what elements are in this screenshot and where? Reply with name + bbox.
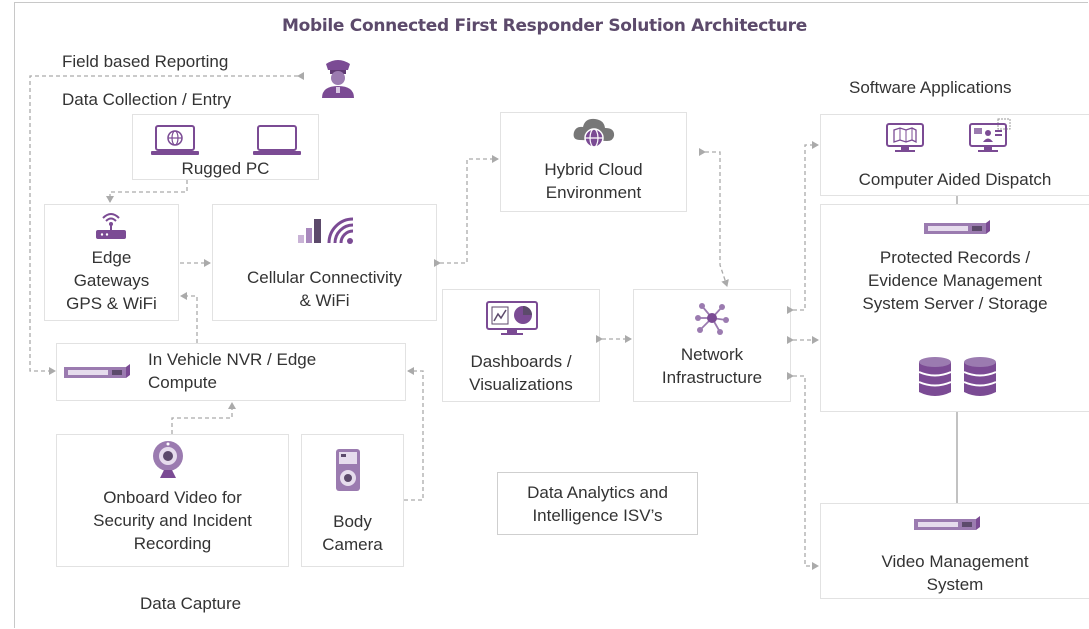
nvr-label: In Vehicle NVR / Edge Compute	[148, 350, 317, 392]
network-node-icon	[695, 303, 729, 335]
data-capture-label: Data Capture	[140, 594, 242, 613]
webcam-icon	[153, 441, 183, 478]
router-icon	[96, 213, 126, 239]
laptop-globe-icon	[151, 125, 199, 155]
diagram-frame	[14, 2, 1088, 628]
body-camera-icon	[336, 449, 360, 491]
cad-box	[820, 114, 1089, 196]
cad-label: Computer Aided Dispatch	[858, 170, 1052, 189]
analytics-label: Data Analytics and Intelligence ISV’s	[527, 483, 668, 525]
onboard-video-label: Onboard Video for Security and Incident …	[93, 488, 252, 553]
wifi-icon	[327, 217, 354, 244]
server-icon	[924, 220, 990, 234]
dashboards-label: Dashboards / Visualizations	[469, 352, 573, 394]
cloud-globe-icon	[573, 118, 615, 148]
diagram-title: Mobile Connected First Responder Solutio…	[282, 16, 807, 36]
records-label: Protected Records / Evidence Management …	[862, 248, 1048, 313]
map-monitor-icon	[886, 123, 924, 152]
edge-gateways-label: Edge Gateways GPS & WiFi	[66, 248, 157, 313]
records-box	[820, 204, 1089, 412]
software-apps-label: Software Applications	[849, 78, 1012, 97]
cellular-label: Cellular Connectivity & WiFi	[247, 268, 402, 310]
officer-icon	[322, 60, 354, 98]
chart-monitor-icon	[486, 301, 538, 335]
body-camera-label: Body Camera	[322, 512, 383, 554]
laptop-icon	[253, 125, 301, 155]
server-icon	[914, 516, 980, 530]
server-icon	[64, 364, 130, 378]
signal-bars-icon	[298, 219, 321, 243]
dispatch-monitor-icon	[969, 118, 1011, 152]
field-reporting-label: Field based Reporting	[62, 52, 229, 71]
rugged-pc-label: Rugged PC	[181, 159, 270, 178]
network-box	[633, 289, 791, 402]
database-icon	[963, 357, 997, 396]
analytics-box	[497, 472, 698, 535]
database-icon	[918, 357, 952, 396]
data-collection-label: Data Collection / Entry	[62, 90, 232, 109]
network-label: Network Infrastructure	[661, 345, 763, 387]
hybrid-cloud-label: Hybrid Cloud Environment	[544, 160, 643, 202]
vms-label: Video Management System	[881, 552, 1029, 594]
